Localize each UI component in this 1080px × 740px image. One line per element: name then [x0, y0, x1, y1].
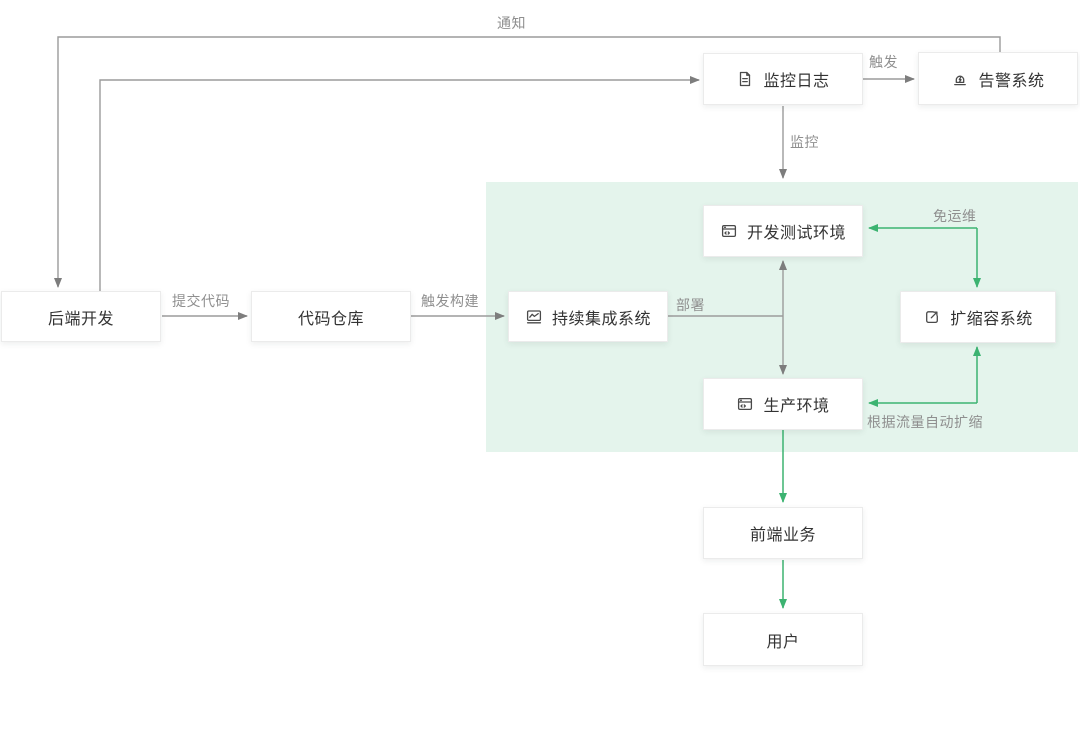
- node-label: 开发测试环境: [746, 225, 846, 242]
- node-label: 持续集成系统: [551, 310, 651, 328]
- node-scaling-system: 扩缩容系统: [900, 291, 1056, 343]
- node-label: 扩缩容系统: [950, 311, 1033, 328]
- node-alert-system: 告警系统: [918, 52, 1078, 105]
- app-window-icon: [736, 395, 754, 413]
- document-lines-icon: [736, 70, 754, 88]
- edge-label-ops-free: 免运维: [933, 208, 977, 224]
- node-code-repo: 代码仓库: [251, 291, 411, 342]
- node-label: 代码仓库: [297, 310, 364, 328]
- node-backend-dev: 后端开发: [1, 291, 161, 342]
- line-chart-icon: [525, 308, 543, 326]
- node-label: 监控日志: [763, 73, 830, 90]
- node-dev-test-env: 开发测试环境: [703, 205, 863, 257]
- node-label: 告警系统: [978, 72, 1045, 90]
- node-label: 前端业务: [749, 527, 816, 544]
- expand-arrow-icon: [923, 308, 941, 326]
- node-user: 用户: [703, 613, 863, 666]
- app-window-icon: [720, 222, 738, 240]
- node-label: 用户: [766, 633, 800, 651]
- edge-label-monitor: 监控: [790, 134, 819, 150]
- edge-label-submit-code: 提交代码: [172, 293, 230, 309]
- edge-label-deploy: 部署: [676, 297, 705, 313]
- node-label: 后端开发: [47, 310, 114, 328]
- node-frontend-biz: 前端业务: [703, 507, 863, 559]
- node-label: 生产环境: [763, 398, 830, 415]
- edge-label-notify: 通知: [497, 15, 526, 31]
- edge-label-trigger: 触发: [869, 54, 898, 70]
- alarm-siren-icon: [951, 70, 969, 88]
- edge-label-auto-scale: 根据流量自动扩缩: [867, 414, 983, 430]
- edge-label-trigger-build: 触发构建: [421, 293, 479, 309]
- node-prod-env: 生产环境: [703, 378, 863, 430]
- node-ci-system: 持续集成系统: [508, 291, 668, 342]
- node-monitor-log: 监控日志: [703, 53, 863, 105]
